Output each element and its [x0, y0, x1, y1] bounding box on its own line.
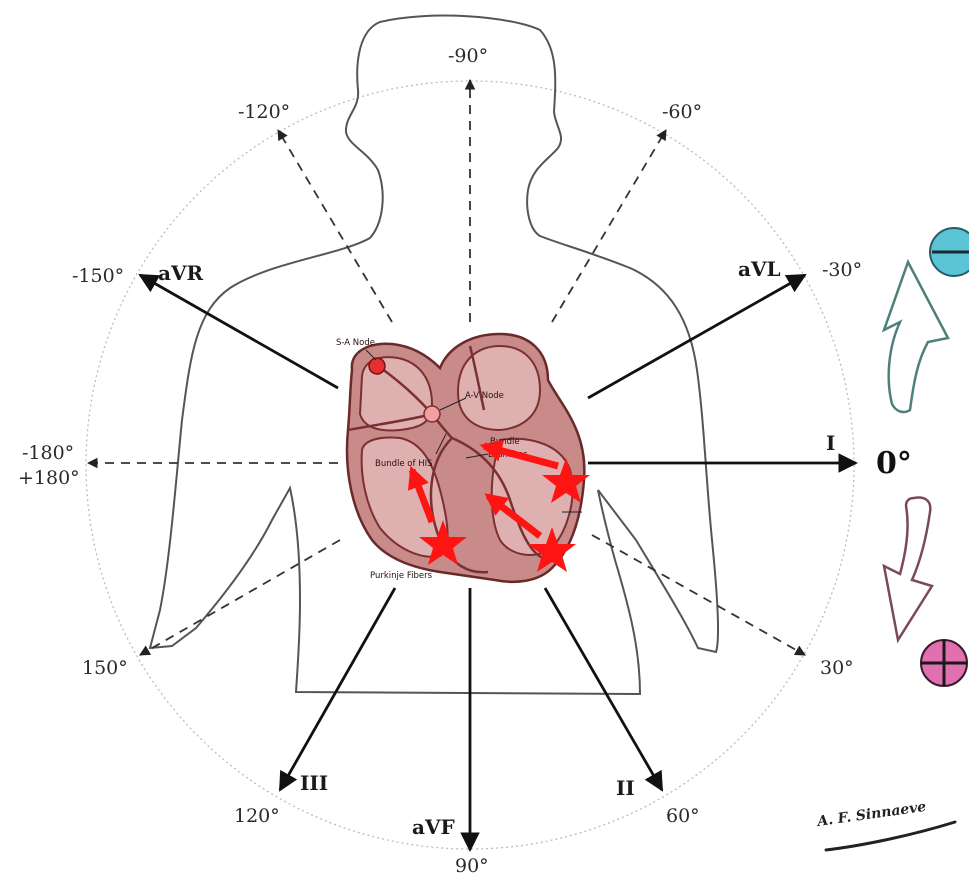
- av-node: [424, 406, 440, 422]
- lead-avr-label: aVR: [158, 261, 203, 285]
- label-neg150: -150°: [72, 265, 124, 287]
- lead-avf-label: aVF: [412, 815, 455, 839]
- lead-avr-vector: [140, 275, 338, 388]
- heart-chamber-right: [458, 346, 540, 430]
- lead-ii-vector: [545, 588, 662, 790]
- label-pos150: 150°: [82, 657, 128, 679]
- upward-arrow-icon: [884, 262, 948, 412]
- label-neg90: -90°: [448, 45, 488, 67]
- label-neg60: -60°: [662, 101, 702, 123]
- purkinje-label: Purkinje Fibers: [370, 571, 433, 581]
- body-outline: [150, 16, 718, 694]
- label-zero: 0°: [876, 446, 912, 481]
- bundle-his-label: Bundle of HIS: [375, 459, 432, 469]
- label-neg30: -30°: [822, 259, 862, 281]
- lead-avl-label: aVL: [738, 257, 781, 281]
- signature-flourish: [826, 822, 955, 850]
- label-pos180: +180°: [18, 467, 80, 489]
- author-signature: A. F. Sinnaeve: [814, 799, 955, 850]
- axis-neg120: [278, 130, 392, 322]
- label-neg120: -120°: [238, 101, 290, 123]
- label-neg180: -180°: [22, 442, 74, 464]
- lead-ii-label: II: [616, 776, 635, 800]
- label-pos90: 90°: [455, 855, 489, 877]
- lead-avl-vector: [588, 275, 805, 398]
- sa-node-label: S-A Node: [336, 338, 375, 348]
- sa-node: [369, 358, 385, 374]
- label-pos120: 120°: [234, 805, 280, 827]
- lead-iii-label: III: [300, 771, 328, 795]
- downward-arrow-icon: [884, 498, 932, 640]
- lead-iii-vector: [280, 588, 395, 790]
- axis-neg60: [552, 130, 666, 322]
- label-pos30: 30°: [820, 657, 854, 679]
- av-node-label: A-V Node: [465, 391, 504, 401]
- signature-text: A. F. Sinnaeve: [814, 799, 927, 830]
- lead-i-label: I: [826, 431, 835, 455]
- label-pos60: 60°: [666, 805, 700, 827]
- axis-pos150: [140, 540, 340, 655]
